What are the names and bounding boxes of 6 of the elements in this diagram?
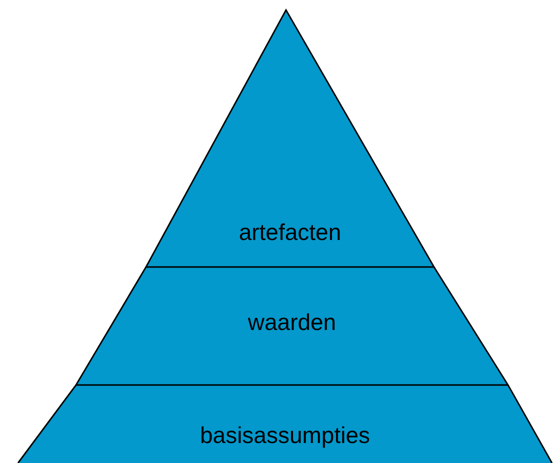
layer-label: basisassumpties	[198, 421, 372, 449]
layer-label: waarden	[246, 308, 338, 336]
pyramid-layer	[18, 385, 552, 463]
pyramid-layer	[76, 267, 508, 385]
pyramid-layer	[146, 10, 434, 267]
layer-label: artefacten	[238, 218, 342, 246]
